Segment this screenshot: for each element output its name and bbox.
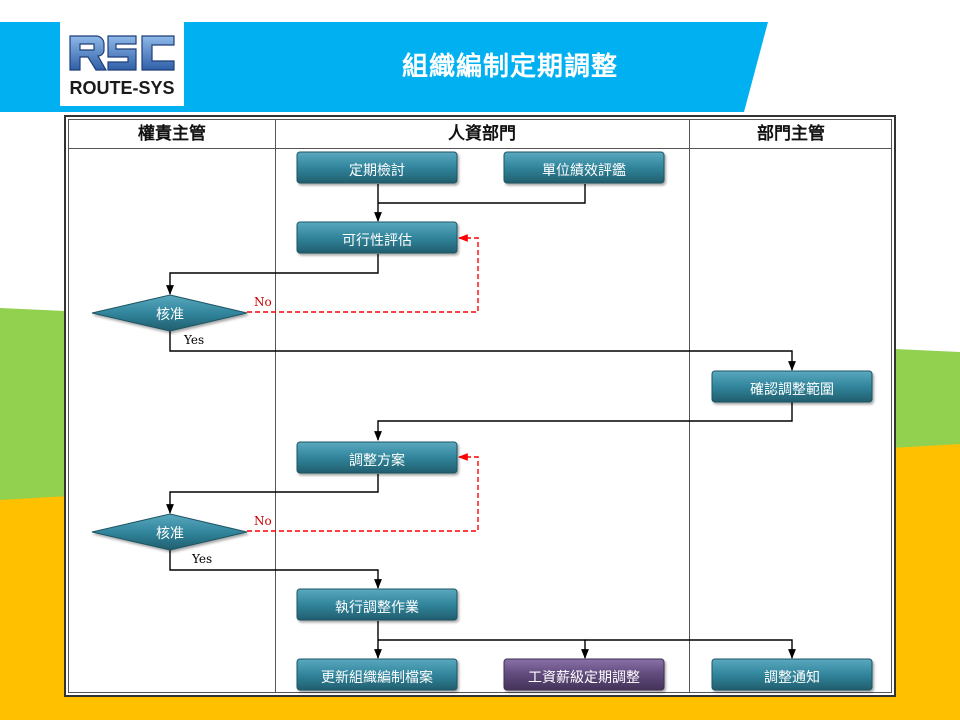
node-update-files-label: 更新組織編制檔案 <box>321 670 433 686</box>
decision-approve-1-label: 核准 <box>156 307 184 323</box>
node-adjust-plan <box>296 441 458 474</box>
edge-feasibility-to-approve1 <box>166 254 379 295</box>
node-salary-adjust <box>503 658 665 691</box>
swimlane-frame: 權責主管 人資部門 部門主管 <box>68 119 892 693</box>
node-update-files <box>296 658 458 691</box>
edge-label-yes-1: Yes <box>184 333 205 347</box>
node-feasibility <box>296 221 458 254</box>
node-execute <box>296 588 458 621</box>
node-notify-label: 調整通知 <box>764 670 820 686</box>
edge-label-no-2: No <box>254 514 272 528</box>
edge-approve1-yes <box>169 331 796 371</box>
node-unit-performance-label: 單位績效評鑑 <box>542 163 626 179</box>
node-periodic-review <box>296 151 458 184</box>
node-execute-label: 執行調整作業 <box>335 600 419 616</box>
header-band <box>0 22 768 112</box>
rsc-logo-icon <box>69 35 175 71</box>
edge-approve2-no <box>247 453 479 532</box>
lane-header-dept: 部門主管 <box>757 124 825 144</box>
swimlane-chart: 權責主管 人資部門 部門主管 <box>64 115 896 697</box>
lane-header-supervisor: 權責主管 <box>138 124 206 144</box>
edge-execute-to-notify <box>585 639 796 659</box>
edge-label-no-1: No <box>254 295 272 309</box>
edge-performance-to-feasibility <box>378 184 586 204</box>
node-adjust-plan-label: 調整方案 <box>349 453 405 469</box>
logo-text: ROUTE-SYS <box>69 78 175 98</box>
page-title: 組織編制定期調整 <box>401 52 618 82</box>
edge-approve2-yes <box>169 550 382 589</box>
edge-label-yes-2: Yes <box>192 552 213 566</box>
node-periodic-review-label: 定期檢討 <box>349 163 405 179</box>
edge-confirm-to-plan <box>374 402 793 441</box>
node-salary-adjust-label: 工資薪級定期調整 <box>528 670 640 686</box>
edge-approve1-no <box>247 234 479 313</box>
node-confirm-scope <box>711 370 873 403</box>
lane-divider-2 <box>689 120 690 692</box>
lane-header-rule <box>69 148 891 149</box>
lane-divider-1 <box>275 120 276 692</box>
edge-plan-to-approve2 <box>166 474 379 514</box>
edge-execute-to-salary <box>378 639 589 659</box>
decision-approve-1 <box>91 294 248 332</box>
node-notify <box>711 658 873 691</box>
decision-approve-2 <box>91 513 248 551</box>
node-unit-performance <box>503 151 665 184</box>
decision-approve-2-label: 核准 <box>156 526 184 542</box>
logo: ROUTE-SYS <box>60 22 184 106</box>
node-feasibility-label: 可行性評估 <box>342 233 412 249</box>
node-confirm-scope-label: 確認調整範圍 <box>750 382 834 398</box>
lane-header-hr: 人資部門 <box>448 124 516 144</box>
